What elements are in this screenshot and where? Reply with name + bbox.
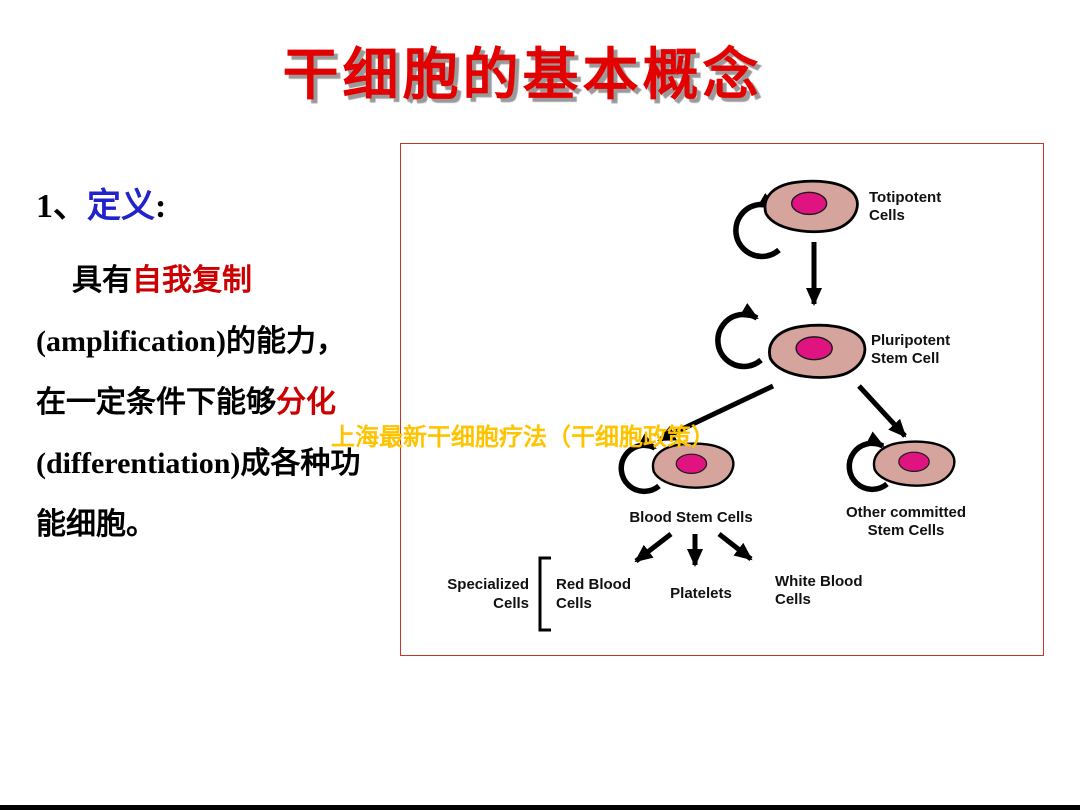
totipotent-cell [763, 179, 859, 234]
body-line-3: 在一定条件下能够分化 [36, 372, 446, 433]
heading-number: 1、 [36, 188, 87, 225]
self-renewal-arrow-totipotent [733, 193, 781, 260]
bottom-edge-bar [0, 805, 1080, 810]
label-red-blood-line1: Red Blood [556, 576, 631, 593]
body-line-1: 具有自我复制 [36, 250, 446, 311]
label-red-blood-line2: Cells [556, 595, 592, 612]
body-text-segment: (amplification)的能力， [36, 325, 346, 358]
stem-cell-diagram: Totipotent Cells Pluripotent Stem Cell B… [447, 179, 966, 632]
label-blood-stem-cells: Blood Stem Cells [629, 509, 752, 526]
label-white-blood-line1: White Blood [775, 573, 862, 590]
arrow-pluripotent-to-blood-stem [657, 383, 775, 443]
label-other-committed-line2: Stem Cells [868, 522, 945, 539]
stem-cell-diagram-panel: Totipotent Cells Pluripotent Stem Cell B… [400, 143, 1044, 656]
page-title: 干细胞的基本概念 [282, 43, 763, 106]
definition-body: 具有自我复制 (amplification)的能力， 在一定条件下能够分化 (d… [36, 250, 446, 555]
body-line-2: (amplification)的能力， [36, 311, 446, 372]
label-totipotent-line2: Cells [869, 207, 905, 224]
specialized-cells-bracket [538, 556, 551, 632]
definition-heading: 1、定义: [36, 178, 166, 227]
body-text-segment: 具有 [72, 264, 132, 297]
body-line-4: (differentiation)成各种功 [36, 433, 446, 494]
label-specialized-line1: Specialized [447, 576, 529, 593]
label-pluripotent-line2: Stem Cell [871, 350, 939, 367]
heading-term: 定义 [87, 188, 155, 225]
body-text-segment-red: 分化 [276, 386, 336, 419]
self-renewal-arrow-pluripotent [715, 303, 763, 370]
other-committed-stem-cell [872, 440, 956, 487]
self-renewal-arrow-blood-stem [618, 433, 661, 495]
body-text-segment: 在一定条件下能够 [36, 386, 276, 419]
label-other-committed-line1: Other committed [846, 504, 966, 521]
heading-colon: : [155, 188, 167, 225]
body-text-segment-red: 自我复制 [132, 264, 252, 297]
self-renewal-arrow-other-committed [846, 431, 889, 493]
label-totipotent-line1: Totipotent [869, 189, 941, 206]
label-pluripotent-line1: Pluripotent [871, 332, 950, 349]
arrow-to-red-blood-cells [634, 532, 673, 563]
pluripotent-stem-cell [768, 323, 867, 379]
body-line-5: 能细胞。 [36, 494, 446, 555]
arrow-pluripotent-to-other-committed [857, 384, 907, 438]
label-white-blood-line2: Cells [775, 591, 811, 608]
label-platelets: Platelets [670, 585, 732, 602]
label-specialized-line2: Cells [493, 595, 529, 612]
blood-stem-cell [651, 442, 735, 489]
body-text-segment: 能细胞。 [36, 508, 156, 541]
arrow-to-white-blood-cells [717, 532, 753, 561]
watermark-text: 上海最新干细胞疗法（干细胞政策） [331, 424, 715, 451]
body-text-segment: (differentiation)成各种功 [36, 447, 361, 480]
